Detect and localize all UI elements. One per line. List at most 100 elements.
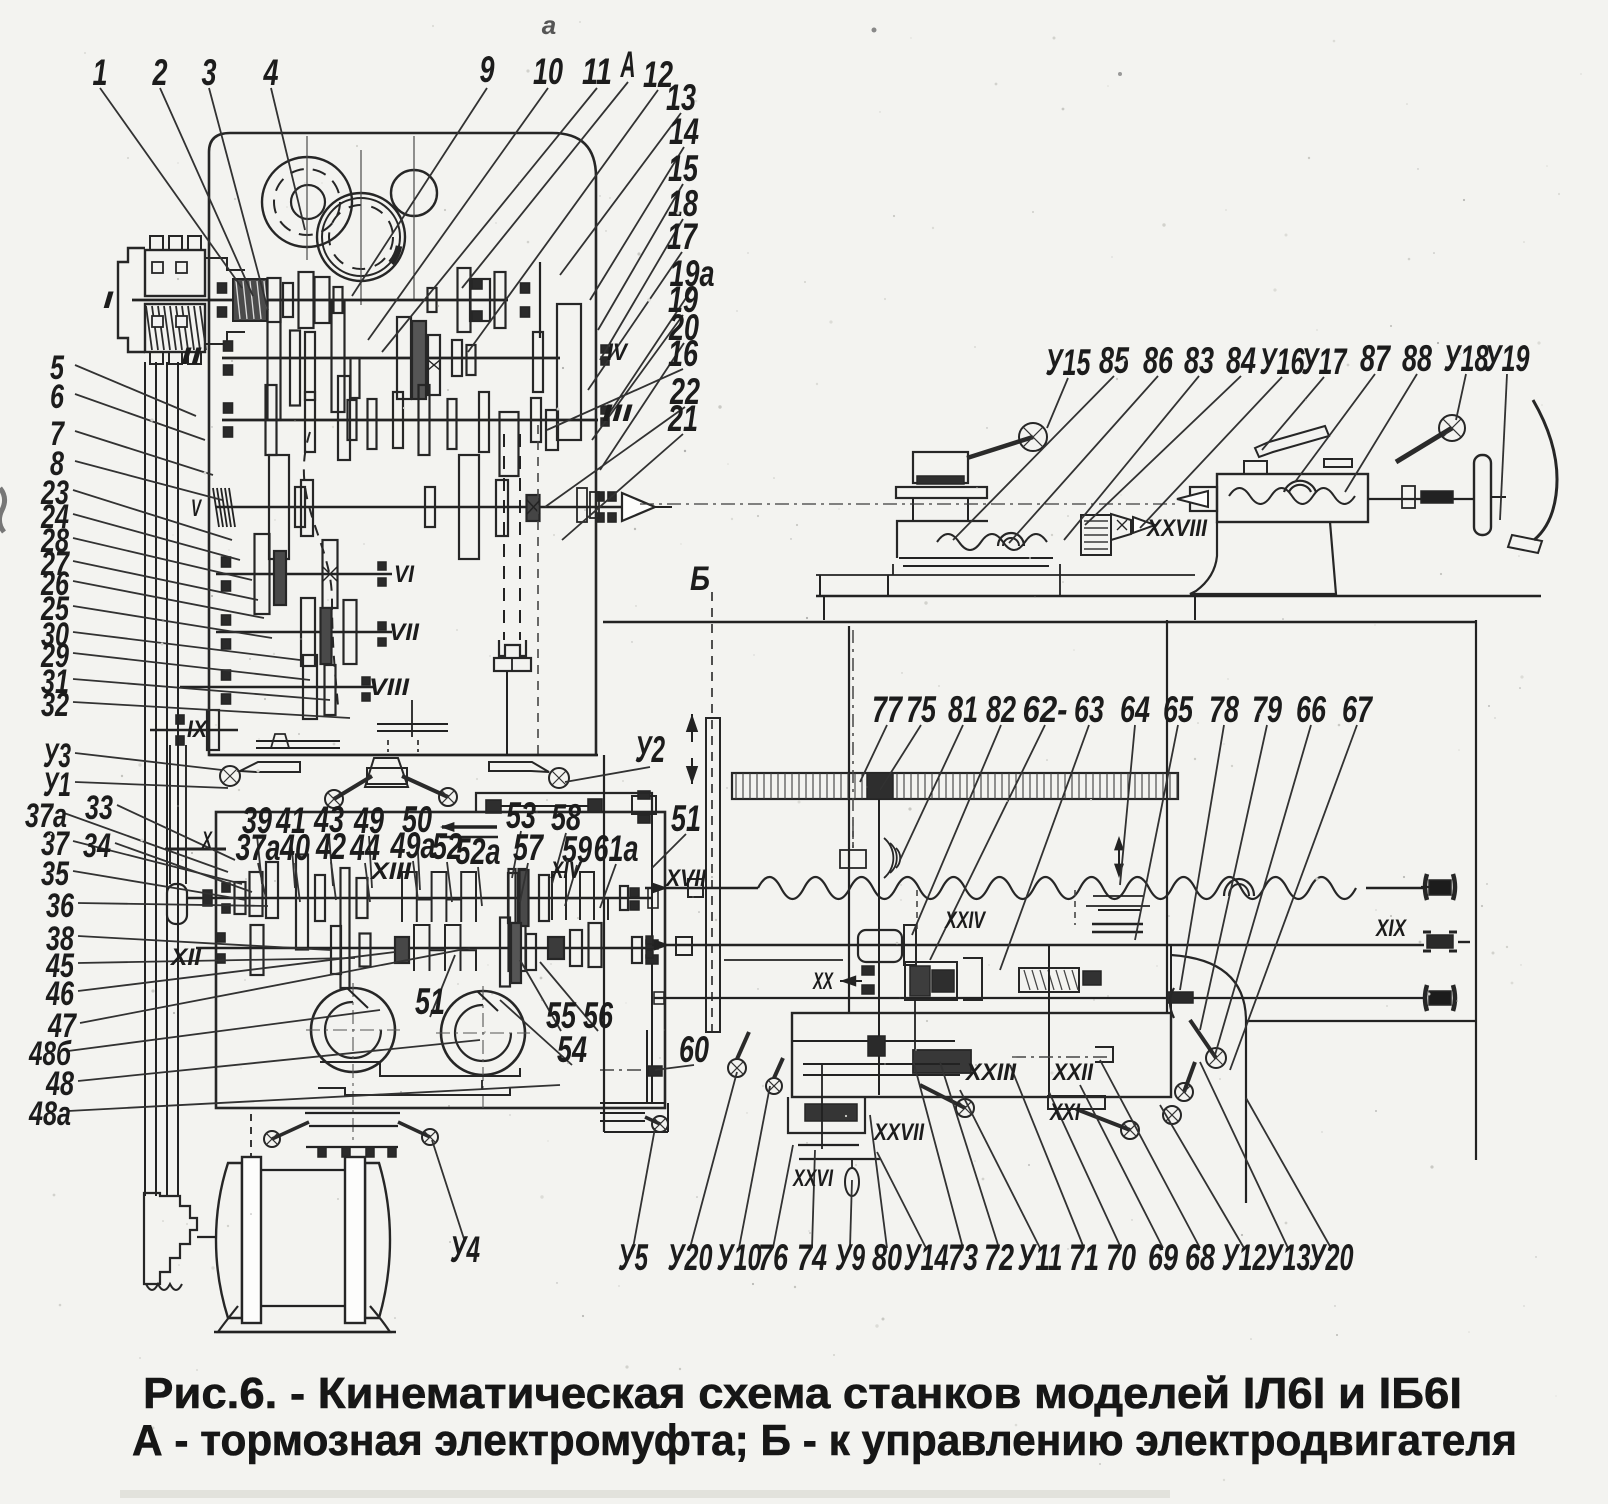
svg-text:У2: У2 <box>635 729 665 770</box>
svg-text:IX: IX <box>187 716 209 743</box>
svg-text:У3: У3 <box>43 737 71 775</box>
svg-text:78: 78 <box>1209 689 1239 730</box>
svg-text:XII: XII <box>169 944 202 971</box>
svg-text:40: 40 <box>279 827 310 868</box>
svg-text:31: 31 <box>41 663 69 701</box>
svg-text:11: 11 <box>582 51 612 92</box>
svg-text:48а: 48а <box>28 1095 71 1133</box>
svg-text:XXII: XXII <box>1051 1059 1094 1086</box>
svg-text:У5: У5 <box>618 1237 649 1278</box>
svg-text:27: 27 <box>40 545 70 583</box>
svg-text:51: 51 <box>415 981 445 1022</box>
svg-text:15: 15 <box>668 148 699 189</box>
svg-text:X: X <box>201 827 213 854</box>
svg-text:XXIII: XXIII <box>964 1059 1017 1086</box>
svg-text:2: 2 <box>152 52 168 93</box>
svg-text:23: 23 <box>40 474 69 512</box>
svg-text:III: III <box>602 400 634 427</box>
svg-text:37а: 37а <box>236 827 281 868</box>
svg-text:32: 32 <box>41 686 69 724</box>
svg-text:77: 77 <box>872 689 904 730</box>
svg-text:9: 9 <box>480 49 495 90</box>
svg-text:45: 45 <box>45 947 75 985</box>
svg-text:6: 6 <box>50 378 65 416</box>
svg-text:У9: У9 <box>835 1237 865 1278</box>
svg-text:68: 68 <box>1185 1237 1215 1278</box>
svg-text:50: 50 <box>402 799 432 840</box>
svg-text:63: 63 <box>1074 689 1104 730</box>
svg-text:VI: VI <box>394 561 415 588</box>
svg-text:60: 60 <box>679 1029 709 1070</box>
svg-text:4: 4 <box>263 52 279 93</box>
svg-text:81: 81 <box>948 689 978 730</box>
svg-text:XIX: XIX <box>1374 915 1407 942</box>
svg-text:46: 46 <box>45 975 75 1013</box>
svg-text:52: 52 <box>432 826 462 867</box>
svg-text:79: 79 <box>1252 689 1282 730</box>
svg-text:5: 5 <box>50 349 65 387</box>
svg-text:82: 82 <box>986 689 1016 730</box>
svg-text:73: 73 <box>948 1237 978 1278</box>
svg-text:76: 76 <box>758 1237 788 1278</box>
svg-text:74: 74 <box>797 1237 827 1278</box>
svg-text:У17: У17 <box>1302 341 1349 382</box>
svg-text:54: 54 <box>557 1029 587 1070</box>
svg-text:12: 12 <box>643 54 673 95</box>
svg-text:3: 3 <box>202 52 217 93</box>
svg-text:49: 49 <box>353 800 384 841</box>
svg-text:41: 41 <box>275 800 306 841</box>
svg-text:30: 30 <box>41 616 69 654</box>
svg-text:71: 71 <box>1069 1237 1099 1278</box>
svg-text:83: 83 <box>1184 340 1214 381</box>
svg-text:У15: У15 <box>1046 342 1092 383</box>
svg-text:80: 80 <box>872 1237 902 1278</box>
svg-text:XXVII: XXVII <box>872 1119 925 1146</box>
svg-text:26: 26 <box>40 565 70 603</box>
svg-text:18: 18 <box>668 183 698 224</box>
svg-text:У1: У1 <box>43 766 71 804</box>
svg-text:XXIV: XXIV <box>944 907 987 934</box>
svg-text:34: 34 <box>83 827 111 865</box>
svg-text:37а: 37а <box>25 797 67 835</box>
svg-text:65: 65 <box>1163 689 1194 730</box>
svg-text:42: 42 <box>315 826 346 867</box>
svg-text:XXVI: XXVI <box>792 1165 834 1192</box>
svg-text:У14: У14 <box>904 1237 949 1278</box>
svg-text:70: 70 <box>1106 1237 1136 1278</box>
svg-text:А - тормозная электромуфта; Б: А - тормозная электромуфта; Б - к управл… <box>132 1416 1517 1465</box>
svg-text:59: 59 <box>562 829 592 870</box>
svg-text:VII: VII <box>389 619 420 646</box>
svg-text:72: 72 <box>984 1237 1014 1278</box>
svg-text:35: 35 <box>41 855 70 893</box>
svg-text:20: 20 <box>668 307 699 348</box>
svg-text:36: 36 <box>46 887 75 925</box>
svg-text:75: 75 <box>906 689 937 730</box>
svg-text:19: 19 <box>668 279 698 320</box>
svg-text:55: 55 <box>546 995 577 1036</box>
svg-text:66: 66 <box>1296 689 1326 730</box>
svg-text:43: 43 <box>313 799 344 840</box>
svg-text:37: 37 <box>41 825 71 863</box>
svg-text:13: 13 <box>666 77 696 118</box>
svg-text:А: А <box>620 44 636 85</box>
svg-text:У12: У12 <box>1222 1237 1267 1278</box>
svg-text:48: 48 <box>45 1065 74 1103</box>
svg-text:У13: У13 <box>1266 1237 1311 1278</box>
svg-text:I: I <box>103 287 115 314</box>
svg-text:87: 87 <box>1360 338 1392 379</box>
svg-text:53: 53 <box>506 795 536 836</box>
svg-text:10: 10 <box>533 51 563 92</box>
svg-text:86: 86 <box>1143 340 1173 381</box>
svg-text:a: a <box>542 10 556 40</box>
svg-text:У10: У10 <box>717 1237 762 1278</box>
svg-text:XX: XX <box>812 968 834 995</box>
svg-text:38: 38 <box>46 920 74 958</box>
svg-text:56: 56 <box>583 995 613 1036</box>
svg-text:XIII: XIII <box>369 858 413 885</box>
svg-text:У20: У20 <box>668 1237 713 1278</box>
svg-text:8: 8 <box>50 445 64 483</box>
svg-text:Рис.6. - Кинематическая схема: Рис.6. - Кинематическая схема станков мо… <box>143 1369 1462 1418</box>
svg-text:V: V <box>191 495 202 522</box>
svg-text:XXI: XXI <box>1048 1099 1081 1126</box>
svg-text:28: 28 <box>40 522 69 560</box>
